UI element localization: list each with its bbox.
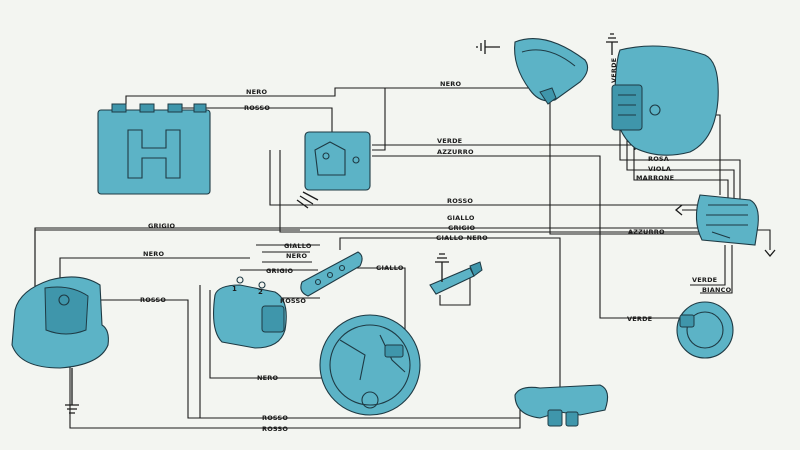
- wire-labels: NERO ROSSO NERO VERDE AZZURRO ROSSO GIAL…: [140, 58, 732, 433]
- label-rosso-small: ROSSO: [280, 297, 306, 305]
- regulator: [296, 131, 371, 209]
- wire-rosso-alt: [100, 299, 520, 419]
- label-verde-right: VERDE: [610, 58, 618, 83]
- wire-rosa: [619, 120, 741, 200]
- label-marrone: MARRONE: [636, 174, 674, 182]
- wire-nero-bottom: [209, 290, 335, 379]
- ignition-coil: [213, 276, 287, 349]
- label-giallo-small: GIALLO: [376, 264, 404, 272]
- alternator-stator: [319, 314, 421, 416]
- spark-plug: [429, 253, 483, 295]
- label-azzurro-mid: AZZURRO: [437, 148, 474, 156]
- label-grigio-small: GRIGIO: [266, 267, 294, 275]
- label-giallo-nero: GIALLO-NERO: [436, 234, 488, 242]
- headlight: [606, 33, 719, 156]
- ground-plug: [435, 253, 449, 282]
- label-verde-mid: VERDE: [437, 137, 462, 145]
- label-rosa: ROSA: [648, 155, 669, 163]
- wire-plug: [439, 270, 471, 306]
- label-nero-left: NERO: [143, 250, 164, 258]
- light-switch: [674, 194, 776, 258]
- junction-connector: [300, 251, 363, 297]
- label-giallo-mid: GIALLO: [447, 214, 475, 222]
- label-nero-bottom: NERO: [257, 374, 278, 382]
- wire-rosso-mid: [269, 150, 700, 206]
- wire-battery-nero: [125, 87, 560, 104]
- wire-grigio-mid: [279, 150, 700, 233]
- label-viola: VIOLA: [648, 165, 671, 173]
- label-coil-1: 1: [232, 285, 237, 293]
- wire-nero-long: [335, 87, 551, 110]
- label-verde-vert: VERDE: [627, 315, 652, 323]
- tail-light: [514, 384, 609, 427]
- label-grigio-left: GRIGIO: [148, 222, 176, 230]
- label-rosso-bottom2: ROSSO: [262, 425, 288, 433]
- label-rosso-bottom1: ROSSO: [262, 414, 288, 422]
- label-rosso-mid: ROSSO: [447, 197, 473, 205]
- label-rosso-top: ROSSO: [244, 104, 270, 112]
- speedometer: [476, 38, 589, 105]
- label-bianco: BIANCO: [702, 286, 732, 294]
- label-rosso-alt: ROSSO: [140, 296, 166, 304]
- wire-switch-right: [755, 229, 771, 250]
- label-nero-long: NERO: [440, 80, 461, 88]
- ground-alternator: [65, 368, 79, 414]
- wire-reg-azzurro: [372, 155, 601, 165]
- label-coil-2: 2: [258, 288, 263, 296]
- wire-bianco: [700, 245, 733, 294]
- wire-marrone: [633, 120, 729, 200]
- battery: [97, 103, 211, 195]
- ground-headlight: [606, 33, 618, 55]
- wire-azzurro-right: [549, 110, 700, 235]
- wire-viola: [626, 120, 735, 200]
- label-giallo-left: GIALLO: [284, 242, 312, 250]
- wire-grigio-left: [34, 229, 300, 300]
- ground-speedometer: [476, 40, 500, 54]
- wire-reg-verde: [372, 144, 636, 150]
- wire-rosso-b2: [69, 360, 521, 429]
- label-azzurro-right: AZZURRO: [628, 228, 665, 236]
- alternator: [11, 276, 109, 414]
- horn: [676, 301, 734, 359]
- wire-giallo-nero: [339, 237, 561, 395]
- label-nero-small: NERO: [286, 252, 307, 260]
- wires: [34, 87, 771, 429]
- label-grigio-mid: GRIGIO: [448, 224, 476, 232]
- wire-verde-horn: [690, 245, 726, 286]
- label-nero-top: NERO: [246, 88, 267, 96]
- wire-reg-right: [372, 88, 386, 151]
- label-verde-horn: VERDE: [692, 276, 717, 284]
- wire-giallo-stator: [345, 267, 406, 345]
- wire-verde-vert: [599, 165, 690, 319]
